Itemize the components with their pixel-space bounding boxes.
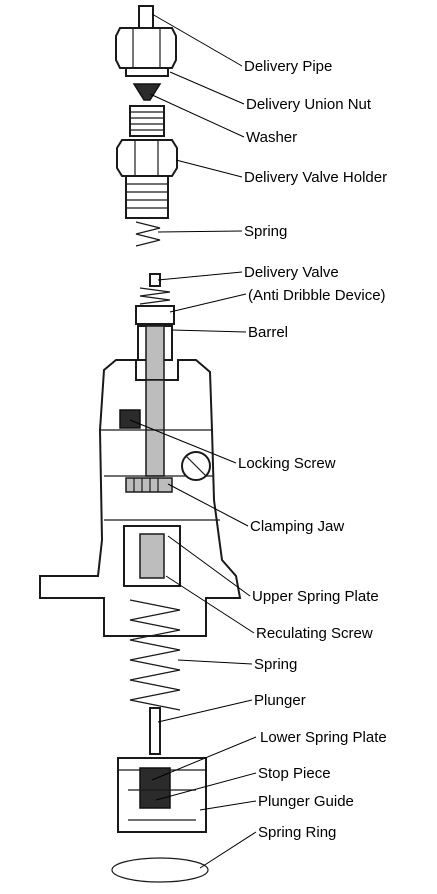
washer-part <box>132 83 162 101</box>
leader-delivery-pipe <box>151 13 243 67</box>
plunger-guide-part <box>117 757 207 833</box>
label-upper-spring-plate: Upper Spring Plate <box>252 588 379 605</box>
spring-ring-part <box>111 857 209 883</box>
leader-spring-mid <box>177 659 253 665</box>
spring-top-part <box>135 221 161 247</box>
leader-upper-spring-plate <box>167 535 251 597</box>
label-delivery-valve: Delivery Valve <box>244 264 339 281</box>
label-plunger-guide: Plunger Guide <box>258 793 354 810</box>
label-clamping-jaw: Clamping Jaw <box>250 518 344 535</box>
label-stop-piece: Stop Piece <box>258 765 331 782</box>
delivery-valve-part <box>135 273 175 325</box>
leader-lower-spring-plate <box>151 736 257 781</box>
upper-spring-plate-part <box>123 525 181 587</box>
label-locking-screw: Locking Screw <box>238 455 336 472</box>
label-delivery-union-nut: Delivery Union Nut <box>246 96 372 113</box>
leader-plunger <box>157 699 253 723</box>
leader-spring-top <box>157 230 243 233</box>
delivery-pipe-part <box>115 5 177 77</box>
leader-delivery-union-nut <box>169 71 245 105</box>
label-spring-ring: Spring Ring <box>258 824 336 841</box>
leader-regulating-screw <box>165 575 255 634</box>
clamping-jaw-part <box>125 477 173 493</box>
label-anti-dribble: (Anti Dribble Device) <box>248 287 386 304</box>
label-barrel: Barrel <box>248 324 288 341</box>
leader-stop-piece <box>155 772 257 801</box>
label-lower-spring-plate: Lower Spring Plate <box>260 729 387 746</box>
label-delivery-valve-holder: Delivery Valve Holder <box>244 169 387 186</box>
leader-washer <box>149 93 245 138</box>
leader-plunger-guide <box>199 800 257 811</box>
label-spring-mid: Spring <box>254 656 297 673</box>
leader-delivery-valve-holder <box>175 159 243 178</box>
delivery-valve-holder-part <box>116 105 178 219</box>
leader-clamping-jaw <box>167 483 249 527</box>
leader-barrel <box>171 329 247 333</box>
leader-lines <box>129 13 257 869</box>
label-spring-top: Spring <box>244 223 287 240</box>
leader-spring-ring <box>199 831 257 869</box>
spring-mid-part <box>129 599 181 711</box>
leader-locking-screw <box>129 419 237 464</box>
label-washer: Washer <box>246 129 297 146</box>
plunger-part <box>149 707 161 755</box>
leader-anti-dribble <box>169 293 247 313</box>
pump-housing-part <box>39 359 242 637</box>
label-delivery-pipe: Delivery Pipe <box>244 58 332 75</box>
label-regulating-screw: Reculating Screw <box>256 625 373 642</box>
leader-delivery-valve <box>157 271 243 281</box>
label-plunger: Plunger <box>254 692 306 709</box>
